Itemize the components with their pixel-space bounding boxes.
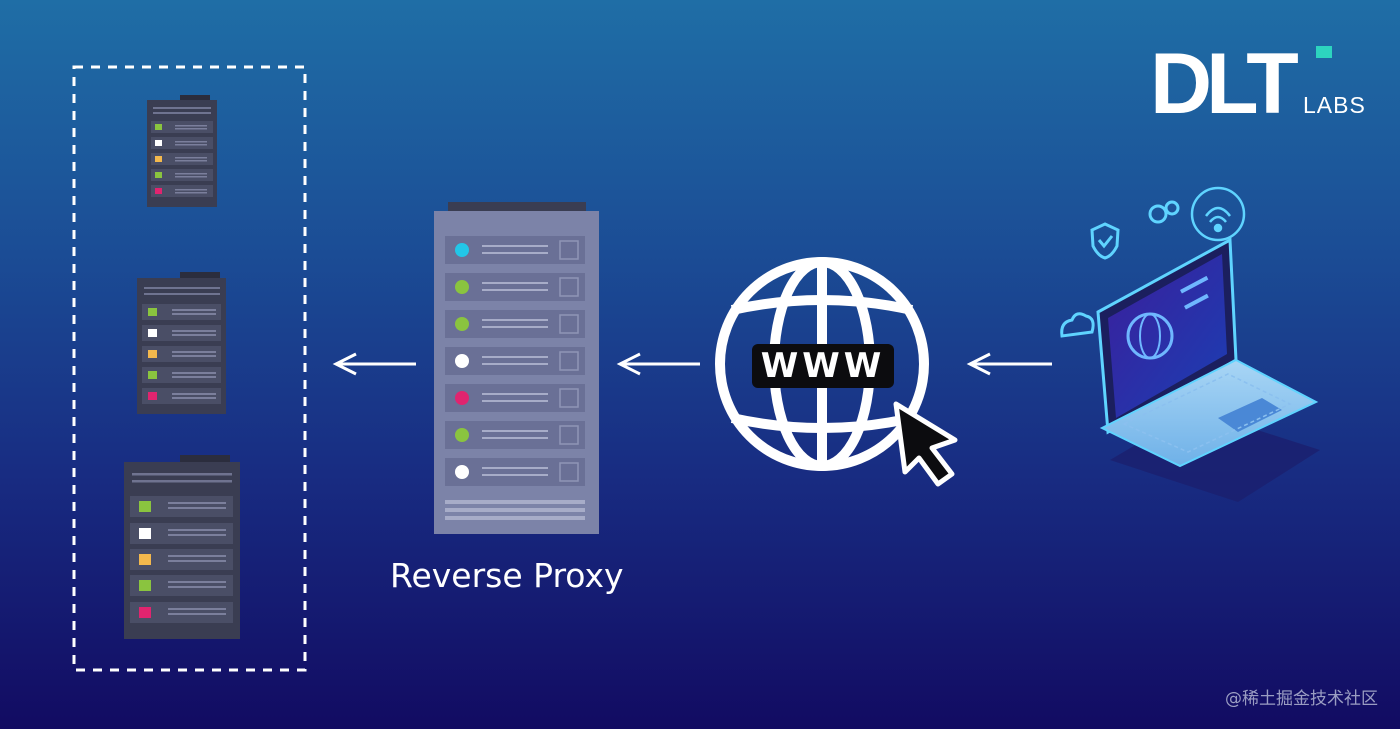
logo-sub-wrap: LABS — [1303, 92, 1366, 119]
gear-icon — [1148, 200, 1180, 224]
backend-server-3 — [124, 455, 240, 639]
cloud-icon — [1060, 312, 1095, 338]
laptop-icon — [1096, 237, 1320, 502]
shield-icon — [1090, 222, 1120, 260]
dlt-labs-logo: DLT — [1150, 36, 1375, 132]
proxy-server — [434, 202, 599, 534]
backend-group-boundary — [72, 65, 307, 672]
backend-server-2 — [137, 272, 226, 414]
arrow-internet-to-proxy — [616, 352, 700, 376]
proxy-slots — [445, 236, 585, 486]
arrow-proxy-to-backend — [332, 352, 416, 376]
logo-accent-mark — [1316, 46, 1332, 58]
logo-sub-text: LABS — [1303, 92, 1366, 118]
cursor-icon — [893, 401, 958, 487]
wifi-icon — [1190, 186, 1246, 242]
www-label: WWW — [752, 344, 894, 388]
reverse-proxy-label: Reverse Proxy — [390, 556, 624, 595]
watermark: @稀土掘金技术社区 — [1225, 689, 1378, 709]
backend-server-1 — [147, 95, 217, 207]
arrow-client-to-internet — [966, 352, 1052, 376]
logo-main-text: DLT — [1150, 36, 1299, 132]
